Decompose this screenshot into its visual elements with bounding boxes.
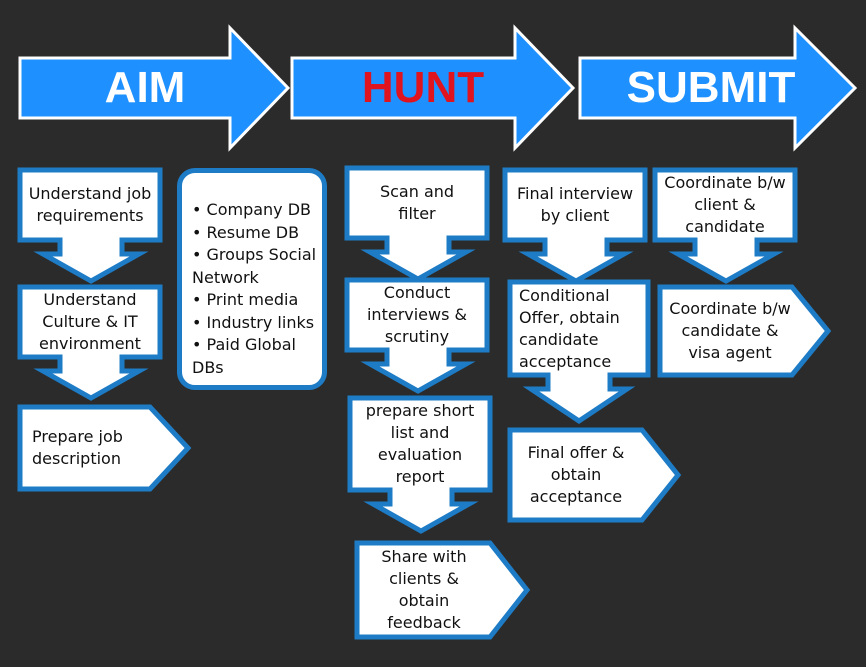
submit-a-step2-text: Conditional Offer, obtain candidate acce… [519, 285, 620, 371]
hunt-step3-text: prepare short list and evaluation report [365, 401, 475, 486]
sources-list: • Company DB • Resume DB • Groups Social… [177, 168, 327, 390]
source-item: • Resume DB [192, 222, 300, 242]
submit-b-step1-callout [652, 167, 798, 284]
hunt-step1-callout [344, 165, 490, 282]
submit-header: SUBMIT [626, 63, 796, 112]
source-item: • Groups Social [192, 245, 317, 264]
source-item: • Company DB [192, 200, 312, 219]
submit-a-step2-callout [507, 279, 651, 425]
aim-step1-callout [17, 167, 163, 284]
hunt-step2-callout [344, 277, 490, 394]
submit-a-step1-callout [502, 167, 648, 284]
hunt-step1-text: Scan and filter [379, 182, 455, 223]
hunt-header-arrow [290, 24, 576, 152]
source-item: • Paid Global [192, 335, 296, 354]
aim-step2-callout [17, 284, 163, 401]
hunt-step3-callout [347, 395, 493, 534]
aim-step3-arrow [17, 404, 192, 492]
source-item: DBs [192, 357, 224, 377]
submit-a-step1-text: Final interview by client [516, 184, 634, 225]
aim-header-arrow [18, 24, 291, 152]
aim-header: AIM [104, 63, 186, 112]
source-item: • Print media [192, 290, 299, 309]
source-item: Network [192, 267, 259, 287]
aim-step1-text: Understand job requirements [28, 183, 152, 225]
hunt-step4-arrow [354, 540, 531, 640]
hunt-header: HUNT [361, 63, 485, 112]
submit-a-step3-arrow [507, 427, 682, 523]
submit-header-arrow [578, 24, 858, 152]
submit-b-step2-text: Coordinate b/w candidate & visa agent [669, 299, 791, 362]
submit-a-step3-text: Final offer & obtain acceptance [527, 443, 625, 506]
source-item: • Industry links [192, 312, 315, 332]
submit-b-step2-arrow [657, 284, 832, 378]
hunt-step2-text: Conduct interviews & scrutiny [366, 283, 468, 346]
aim-step2-text: Understand Culture & IT environment [39, 289, 141, 353]
hunt-step4-text: Share with clients & obtain feedback [381, 547, 467, 632]
aim-step3-text: Prepare job description [32, 427, 123, 468]
submit-b-step1-text: Coordinate b/w client & candidate [664, 173, 786, 236]
